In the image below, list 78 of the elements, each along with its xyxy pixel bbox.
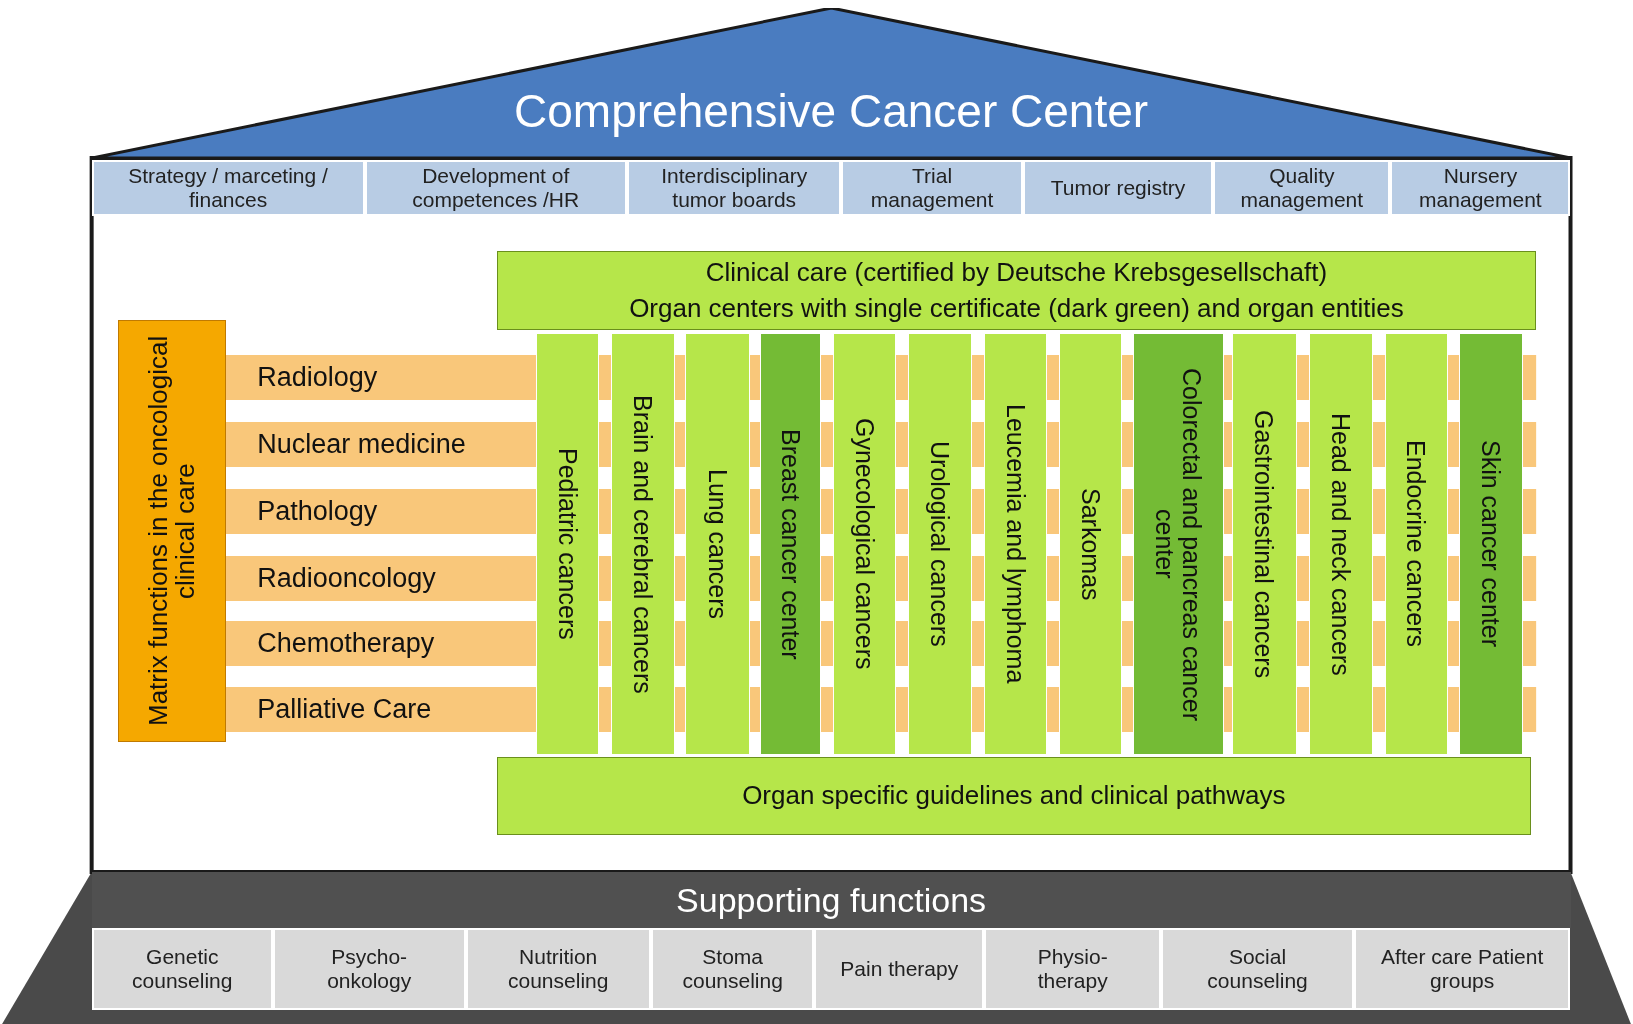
support-tab bbox=[272, 928, 466, 1010]
tab-label: Quality management bbox=[1239, 164, 1365, 212]
matrix-row bbox=[226, 621, 537, 666]
column-label: Lung cancers bbox=[704, 468, 731, 620]
support-tab bbox=[465, 928, 651, 1010]
column-label: Gastrointestinal cancers bbox=[1251, 409, 1278, 679]
organ-column bbox=[536, 333, 599, 755]
tab-label: Social counseling bbox=[1206, 945, 1309, 993]
column-label: Brain and cerebral cancers bbox=[629, 394, 657, 694]
function-tab bbox=[1022, 160, 1214, 216]
tab-label: Nursery management bbox=[1418, 164, 1543, 212]
band-title: Supporting functions bbox=[676, 880, 987, 920]
column-label: Skin cancer center bbox=[1477, 440, 1504, 648]
organ-column bbox=[984, 333, 1047, 755]
row-label: Radiooncology bbox=[257, 563, 436, 594]
tab-label: Genetic counseling bbox=[131, 945, 234, 993]
band-text: Organ specific guidelines and clinical pathways bbox=[742, 781, 1286, 811]
column-label: Pediatric cancers bbox=[554, 448, 581, 640]
function-tab bbox=[626, 160, 842, 216]
tab-label: Physio- therapy bbox=[1036, 945, 1109, 993]
tab-label: Psycho- onkology bbox=[326, 945, 413, 993]
organ-column bbox=[1059, 333, 1122, 755]
matrix-row bbox=[226, 556, 537, 601]
band-text: Clinical care (certified by Deutsche Krebsgesellschaft) bbox=[705, 258, 1328, 288]
clinical-band bbox=[496, 757, 1531, 835]
column-label: Gynecological cancers bbox=[851, 418, 878, 670]
matrix-box bbox=[117, 320, 226, 742]
tab-label: Development of competences /HR bbox=[411, 164, 581, 212]
organ-column bbox=[1232, 333, 1297, 755]
roof-title: Comprehensive Cancer Center bbox=[514, 86, 1149, 138]
tab-label: Nutrition counseling bbox=[507, 945, 610, 993]
row-label: Chemotherapy bbox=[257, 628, 435, 659]
matrix-row bbox=[226, 489, 537, 534]
column-label: Colorectal and pancreas cancer center bbox=[1152, 366, 1205, 723]
supporting-band bbox=[91, 872, 1571, 928]
organ-column bbox=[611, 333, 675, 755]
function-tab bbox=[1213, 160, 1391, 216]
function-tab bbox=[841, 160, 1023, 216]
organ-column bbox=[908, 333, 972, 755]
organ-column bbox=[1385, 333, 1448, 755]
matrix-row bbox=[226, 422, 537, 467]
tab-label: Tumor registry bbox=[1050, 176, 1186, 200]
support-tab bbox=[1161, 928, 1354, 1010]
support-tab bbox=[1353, 928, 1571, 1010]
row-label: Pathology bbox=[257, 496, 378, 527]
row-label: Nuclear medicine bbox=[257, 429, 466, 460]
organ-center-column bbox=[760, 333, 821, 755]
support-tab bbox=[91, 928, 273, 1010]
clinical-band bbox=[496, 251, 1537, 330]
band-text: Organ centers with single certificate (dark green) and organ entities bbox=[629, 293, 1404, 323]
column-label: Leucemia and lymphoma bbox=[1002, 404, 1029, 684]
tab-label: After care Patient groups bbox=[1380, 945, 1545, 993]
tab-label: Stoma counseling bbox=[681, 945, 784, 993]
column-label: Urological cancers bbox=[926, 441, 953, 647]
column-label: Endocrine cancers bbox=[1403, 440, 1430, 648]
organ-column bbox=[1309, 333, 1373, 755]
column-label: Breast cancer center bbox=[777, 428, 804, 660]
function-tab bbox=[364, 160, 627, 216]
organ-column bbox=[685, 333, 750, 755]
tab-label: Pain therapy bbox=[840, 957, 959, 981]
tab-label: Interdisciplinary tumor boards bbox=[660, 164, 809, 212]
organ-center-column bbox=[1459, 333, 1523, 755]
matrix-row bbox=[226, 687, 537, 732]
function-tab bbox=[1390, 160, 1571, 216]
row-label: Radiology bbox=[257, 362, 378, 393]
tab-label: Trial management bbox=[869, 164, 995, 212]
column-label: Head and neck cancers bbox=[1327, 412, 1354, 676]
support-tab bbox=[814, 928, 985, 1010]
column-label: Sarkomas bbox=[1077, 487, 1104, 601]
support-tab bbox=[650, 928, 815, 1010]
matrix-label: Matrix functions in the oncological clinical care bbox=[144, 334, 200, 729]
support-tab bbox=[984, 928, 1162, 1010]
row-label: Palliative Care bbox=[257, 694, 432, 725]
tab-label: Strategy / marceting / finances bbox=[127, 164, 329, 212]
function-tab bbox=[91, 160, 365, 216]
organ-center-column bbox=[1133, 333, 1224, 755]
matrix-row bbox=[226, 355, 537, 400]
organ-column bbox=[833, 333, 896, 755]
